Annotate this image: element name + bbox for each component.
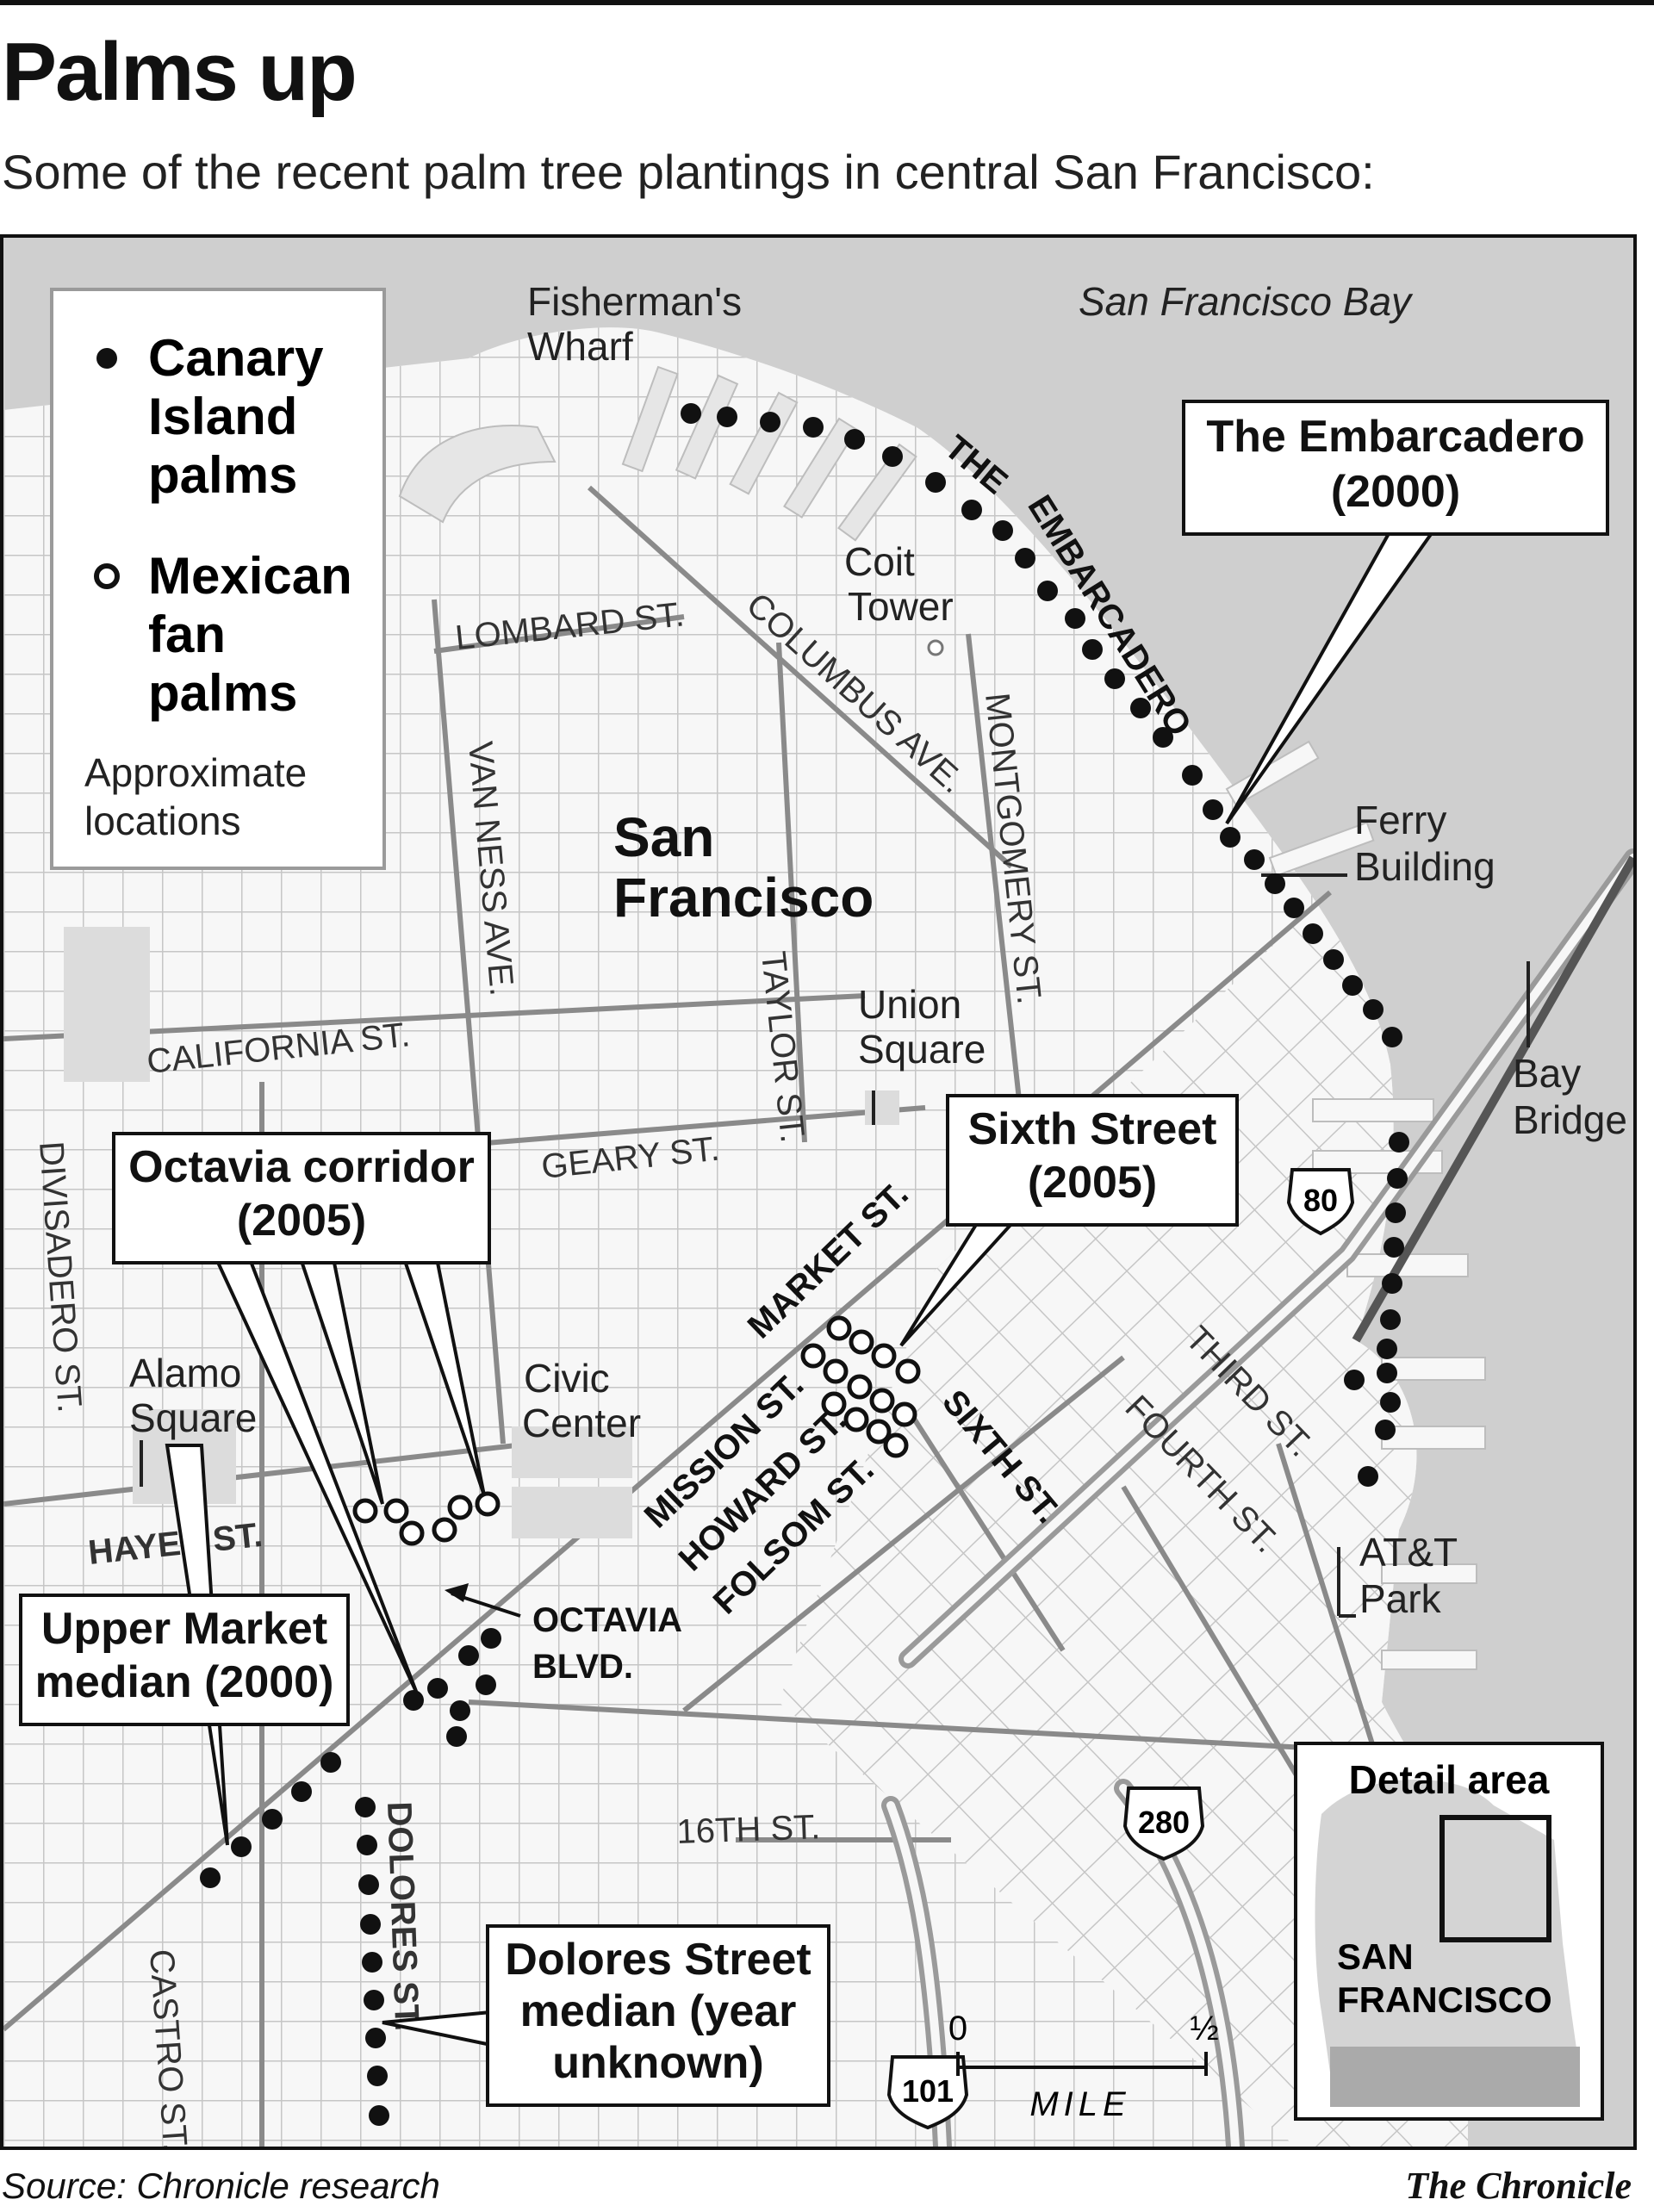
highway-101-shield: 101: [886, 2055, 969, 2130]
page-subtitle: Some of the recent palm tree plantings i…: [2, 145, 1375, 199]
svg-text:280: 280: [1138, 1805, 1190, 1840]
svg-text:80: 80: [1303, 1183, 1338, 1218]
embarcadero-palms: [681, 403, 1409, 1487]
scale-unit: MILE: [1029, 2085, 1130, 2123]
bay-label: San Francisco Bay: [1079, 279, 1414, 324]
callout-octavia: Octavia corridor(2005): [112, 1132, 491, 1264]
svg-text:The Embarcadero(2000): The Embarcadero(2000): [1206, 412, 1584, 517]
source-note: Source: Chronicle research: [2, 2165, 440, 2206]
top-rule: [0, 0, 1654, 5]
svg-text:Octavia corridor(2005): Octavia corridor(2005): [128, 1142, 475, 1246]
scale-bar[interactable]: 0 ½ MILE: [948, 2010, 1219, 2123]
map-frame[interactable]: Canary Island palms Mexican fan palms Ap…: [0, 234, 1637, 2150]
legend-note: Approximate locations: [84, 750, 318, 843]
street-16th: 16TH ST.: [676, 1808, 821, 1851]
page-title: Palms up: [2, 26, 358, 118]
detail-area-box: [1439, 1815, 1551, 1942]
mexican-palm-icon: [94, 563, 120, 589]
highway-80-shield: 80: [1286, 1168, 1355, 1236]
canary-palm-icon: [96, 348, 117, 369]
callout-sixth-street: Sixth Street(2005): [946, 1094, 1239, 1227]
map-svg[interactable]: Canary Island palms Mexican fan palms Ap…: [3, 238, 1633, 2147]
highway-280-shield: 280: [1122, 1786, 1205, 1861]
scale-half: ½: [1190, 2010, 1218, 2047]
svg-text:101: 101: [902, 2073, 954, 2109]
bay-bridge-line: [1352, 855, 1633, 1343]
callout-embarcadero: The Embarcadero(2000): [1182, 400, 1609, 536]
sixth-street-palms: [800, 1315, 921, 1458]
legend: Canary Island palms Mexican fan palms Ap…: [50, 288, 386, 870]
scale-zero: 0: [948, 2010, 967, 2047]
upper-market-palms: [200, 1628, 501, 1888]
chronicle-credit: The Chronicle: [1405, 2165, 1632, 2207]
dolores-palms: [355, 1797, 389, 2126]
inset-title: Detail area: [1349, 1757, 1550, 1802]
legend-mexican-label: Mexican fan palms: [148, 547, 366, 722]
coit-tower-marker: [927, 639, 944, 656]
street-dolores: DOLORES ST.: [380, 1801, 426, 2032]
svg-text:Sixth Street(2005): Sixth Street(2005): [968, 1104, 1217, 1208]
octavia-palms: [352, 1491, 501, 1546]
legend-canary-label: Canary Island palms: [148, 329, 338, 504]
